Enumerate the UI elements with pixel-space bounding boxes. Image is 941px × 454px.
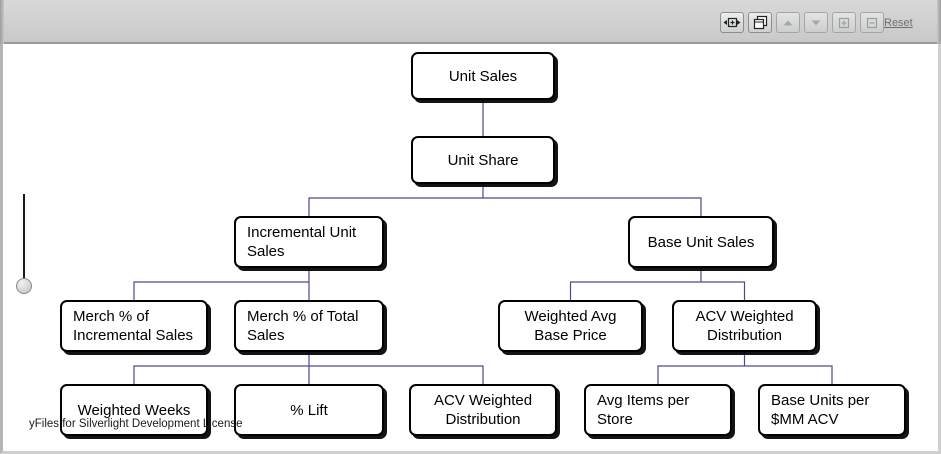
node-label: Unit Sales <box>448 67 518 85</box>
fit-content-icon <box>723 17 741 28</box>
scroll-down-button[interactable] <box>804 12 828 33</box>
node-base-unit-sales[interactable]: Base Unit Sales <box>628 216 774 268</box>
toolbar-left-bevel <box>0 0 4 44</box>
zoom-slider[interactable] <box>14 194 36 299</box>
zoom-in-button[interactable] <box>832 12 856 33</box>
arrow-up-icon <box>783 20 793 25</box>
node-label: Merch % of Incremental Sales <box>73 308 194 344</box>
edge <box>569 281 701 300</box>
node-label: Base Unit Sales <box>647 233 755 251</box>
node-acv-weighted-distribution-top[interactable]: ACV Weighted Distribution <box>672 300 817 352</box>
node-merch-pct-total-sales[interactable]: Merch % of Total Sales <box>234 300 384 352</box>
node-label: ACV Weighted Distribution <box>433 392 533 428</box>
node-label: Unit Share <box>447 151 519 169</box>
edge <box>483 197 702 216</box>
node-weighted-weeks[interactable]: Weighted Weeks <box>60 384 208 436</box>
zoom-out-icon <box>866 17 878 28</box>
node-label: Merch % of Total Sales <box>247 308 359 344</box>
edge <box>133 365 309 384</box>
edge <box>133 281 309 300</box>
toolbar-right-bevel <box>937 0 941 44</box>
scroll-up-button[interactable] <box>776 12 800 33</box>
node-label: Base Units per $MM ACV <box>771 392 870 428</box>
node-acv-weighted-distribution-bottom[interactable]: ACV Weighted Distribution <box>409 384 557 436</box>
zoom-out-button[interactable] <box>860 12 884 33</box>
edge <box>657 365 745 384</box>
zoom-slider-thumb[interactable] <box>16 278 32 294</box>
layers-icon <box>753 15 767 30</box>
node-avg-items-per-store[interactable]: Avg Items per Store <box>584 384 732 436</box>
arrow-down-icon <box>811 20 821 25</box>
zoom-in-icon <box>838 17 850 28</box>
node-label: % Lift <box>290 401 328 419</box>
layers-button[interactable] <box>748 12 772 33</box>
node-base-units-per-mm-acv[interactable]: Base Units per $MM ACV <box>758 384 906 436</box>
edge <box>744 365 833 384</box>
node-unit-sales[interactable]: Unit Sales <box>411 52 555 100</box>
edge <box>309 365 484 384</box>
fit-content-button[interactable] <box>720 12 744 33</box>
node-weighted-avg-base-price[interactable]: Weighted Avg Base Price <box>498 300 643 352</box>
node-unit-share[interactable]: Unit Share <box>411 136 555 184</box>
node-merch-pct-incremental-sales[interactable]: Merch % of Incremental Sales <box>60 300 208 352</box>
node-pct-lift[interactable]: % Lift <box>234 384 384 436</box>
node-label: ACV Weighted Distribution <box>695 308 794 344</box>
toolbar-button-group <box>720 12 884 33</box>
node-label: Avg Items per Store <box>597 392 690 428</box>
node-incremental-unit-sales[interactable]: Incremental Unit Sales <box>234 216 384 268</box>
zoom-slider-track <box>23 194 25 282</box>
node-label: Weighted Weeks <box>77 401 191 419</box>
node-label: Weighted Avg Base Price <box>524 308 617 344</box>
reset-link[interactable]: Reset <box>884 17 913 29</box>
node-label: Incremental Unit Sales <box>247 224 357 260</box>
edge <box>308 197 483 216</box>
edge <box>701 281 746 300</box>
toolbar: Reset <box>0 0 941 44</box>
